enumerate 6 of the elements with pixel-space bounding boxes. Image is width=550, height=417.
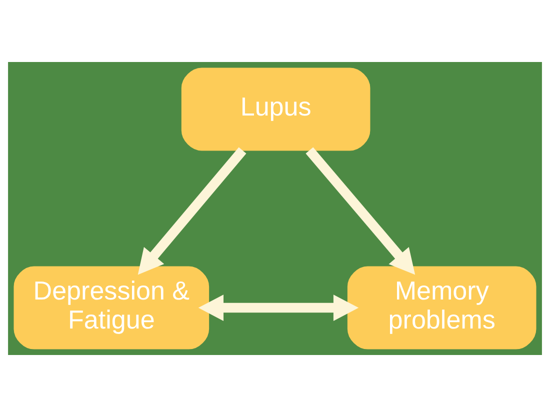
arrow xyxy=(198,294,359,321)
arrow xyxy=(306,147,416,275)
node-box: Memory problems xyxy=(347,266,536,350)
node-box: Lupus xyxy=(181,68,370,151)
arrow xyxy=(138,147,246,275)
node-box: Depression & Fatigue xyxy=(14,266,210,350)
